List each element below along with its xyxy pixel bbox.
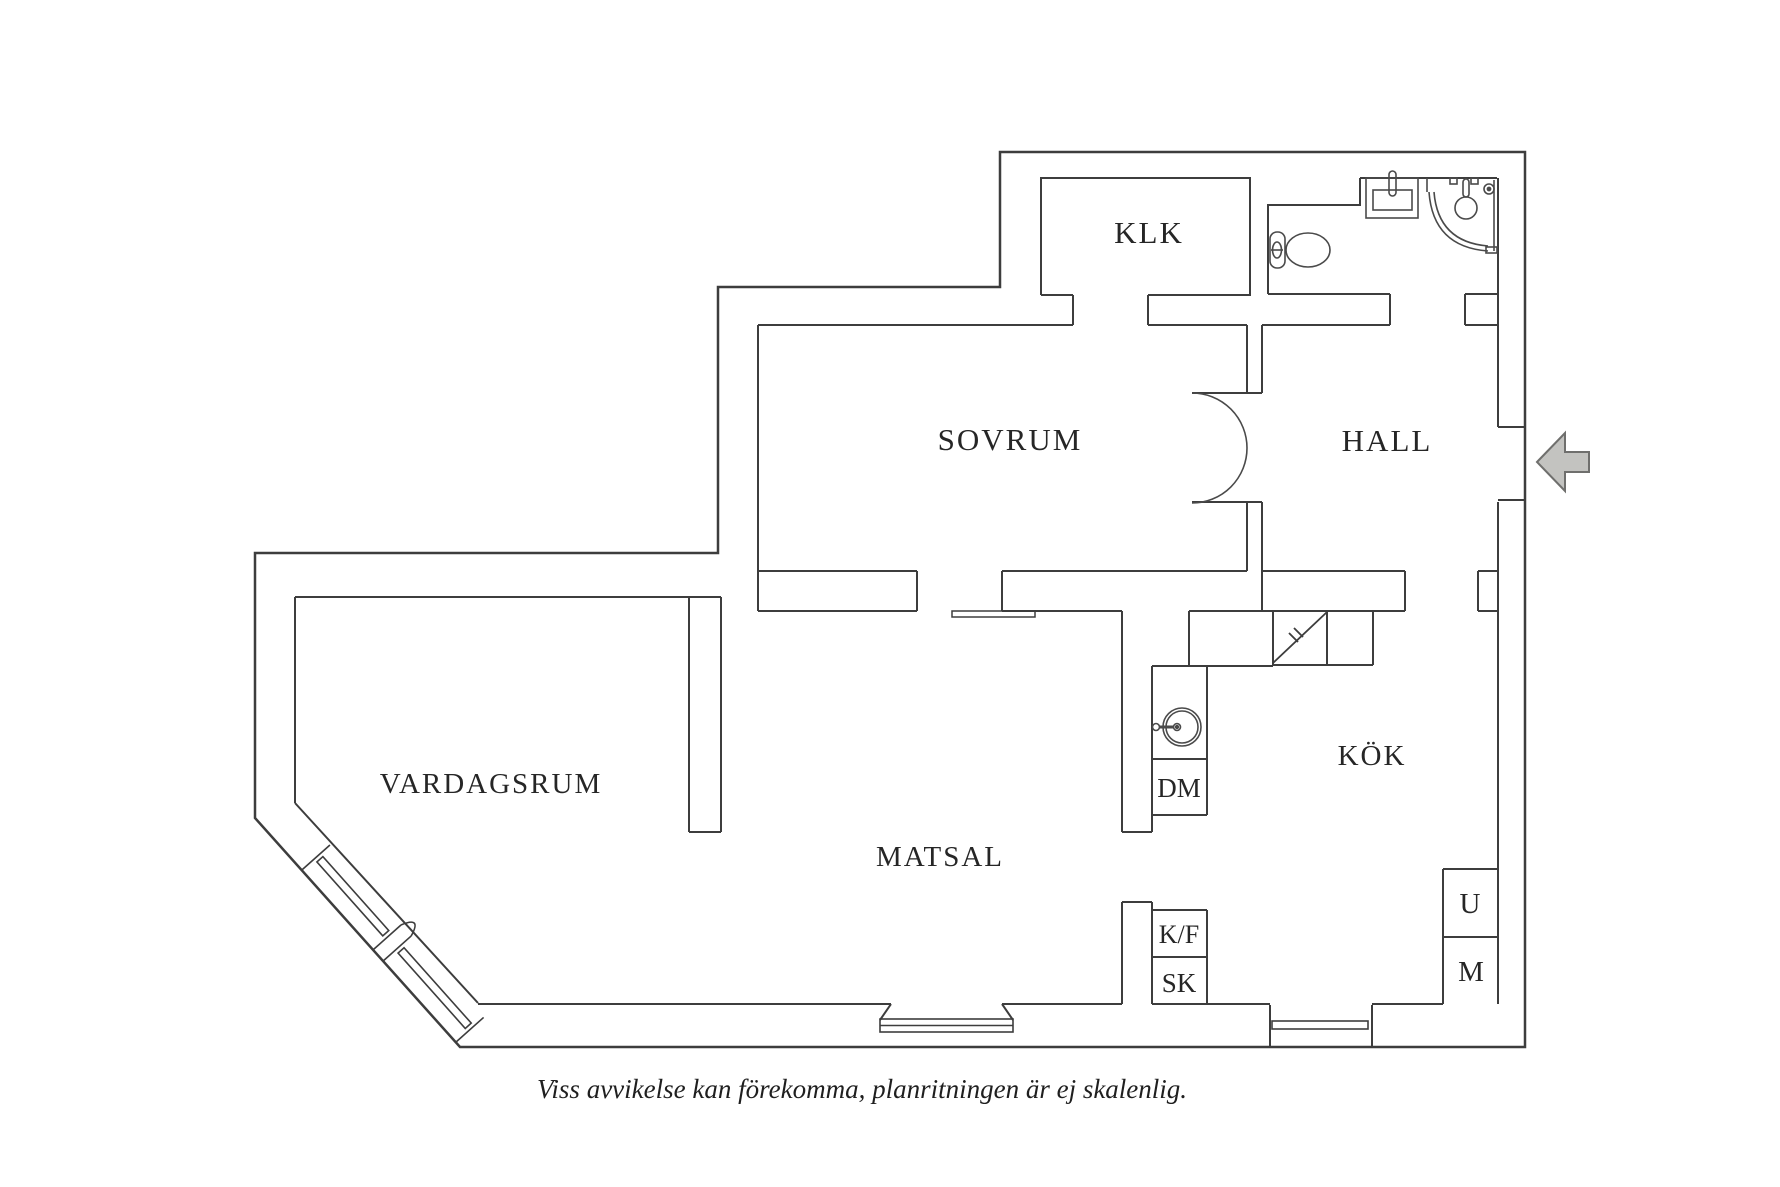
- exterior-wall-outline: [253, 150, 1527, 1049]
- double-door-swing-icon: [1191, 392, 1248, 504]
- opening-sill: [951, 610, 1036, 618]
- window-icon: [301, 844, 485, 1044]
- room-label-vardagsrum: VARDAGSRUM: [380, 768, 603, 800]
- room-label-klk: KLK: [1114, 215, 1184, 250]
- appliance-label-dm: DM: [1157, 773, 1201, 803]
- appliance-label-kf: K/F: [1159, 920, 1199, 949]
- room-label-kok: KÖK: [1338, 740, 1407, 772]
- room-label-sovrum: SOVRUM: [938, 422, 1083, 457]
- shaft-diagonal-icon: [1272, 611, 1328, 664]
- disclaimer-caption: Viss avvikelse kan förekomma, planritnin…: [537, 1074, 1187, 1104]
- room-label-hall: HALL: [1342, 423, 1433, 458]
- kitchen-sink-icon: [1151, 707, 1202, 747]
- room-label-matsal: MATSAL: [876, 841, 1004, 873]
- bathroom-sink-icon: [1365, 170, 1419, 219]
- toilet-icon: [1269, 231, 1331, 269]
- appliance-label-u: U: [1460, 888, 1481, 920]
- interior-walls: [294, 177, 1525, 1046]
- entrance-arrow-icon: [1535, 430, 1590, 494]
- appliance-label-sk: SK: [1162, 968, 1197, 998]
- window-icon: [879, 1018, 1014, 1033]
- corner-shower-icon: [1426, 177, 1498, 254]
- appliance-label-m: M: [1458, 956, 1484, 988]
- window-icon: [1271, 1020, 1369, 1030]
